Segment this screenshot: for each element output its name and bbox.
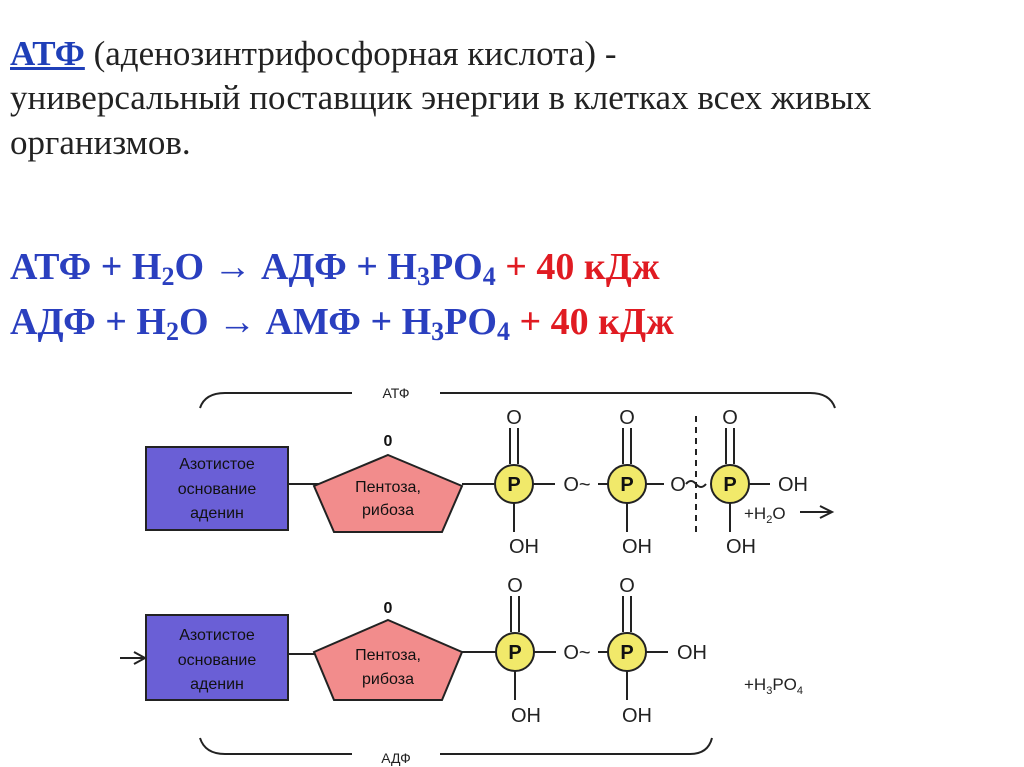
water-added: +H2O: [744, 504, 786, 526]
atp-description: универсальный поставщик энергии в клетка…: [10, 78, 872, 162]
atp-full-name: (аденозинтрифосфорная кислота) -: [84, 34, 617, 73]
svg-text:O: O: [619, 407, 635, 429]
svg-text:основание: основание: [178, 481, 257, 498]
svg-text:OH: OH: [622, 705, 652, 727]
atp-structure-diagram: АТФ Азотистое основание аденин 0 Пентоза…: [120, 385, 836, 766]
anhydride-bond-1: O~: [563, 474, 590, 496]
svg-text:OH: OH: [622, 536, 652, 558]
svg-text:основание: основание: [178, 652, 257, 669]
svg-text:аденин: аденин: [190, 676, 244, 693]
ring-oxygen: 0: [384, 433, 393, 450]
svg-text:P: P: [620, 474, 633, 496]
svg-text:O: O: [506, 407, 522, 429]
svg-text:Пентоза,: Пентоза,: [355, 479, 421, 496]
anhydride-bond: O~: [563, 642, 590, 664]
svg-text:OH: OH: [511, 705, 541, 727]
ribose-sugar: [312, 618, 464, 701]
adp-brace: [199, 737, 713, 755]
adenine-base: [145, 614, 289, 701]
equation-atp-hydrolysis: АТФ + H2O → АДФ + H3PO4 + 40 кДж: [10, 246, 660, 291]
svg-text:O: O: [722, 407, 738, 429]
energy-yield: + 40 кДж: [509, 301, 674, 343]
svg-text:OH: OH: [509, 536, 539, 558]
svg-text:P: P: [507, 474, 520, 496]
adp-molecule: Азотистое основание аденин 0 Пентоза, ри…: [120, 575, 803, 727]
phosphoric-acid-product: +H3PO4: [744, 675, 803, 697]
svg-text:OH: OH: [778, 474, 808, 496]
svg-text:рибоза: рибоза: [362, 671, 414, 688]
svg-text:Азотистое: Азотистое: [179, 456, 255, 473]
ribose-sugar: [312, 453, 464, 533]
atp-abbreviation: АТФ: [10, 34, 85, 73]
atp-molecule: Азотистое основание аденин 0 Пентоза, ри…: [145, 407, 835, 558]
adp-brace-label: АДФ: [381, 750, 411, 766]
svg-text:OH: OH: [677, 642, 707, 664]
svg-text:Пентоза,: Пентоза,: [355, 647, 421, 664]
bridging-oxygen: O: [670, 474, 686, 496]
svg-text:O: O: [619, 575, 635, 597]
svg-text:P: P: [723, 474, 736, 496]
atp-brace: [199, 392, 836, 409]
svg-text:OH: OH: [726, 536, 756, 558]
intro-paragraph: АТФ (аденозинтрифосфорная кислота) - унив…: [10, 32, 1014, 165]
svg-text:Азотистое: Азотистое: [179, 627, 255, 644]
svg-text:рибоза: рибоза: [362, 502, 414, 519]
energy-yield: + 40 кДж: [495, 246, 660, 288]
svg-text:P: P: [620, 642, 633, 664]
svg-text:аденин: аденин: [190, 505, 244, 522]
ring-oxygen: 0: [384, 600, 393, 617]
svg-text:O: O: [507, 575, 523, 597]
adenine-base: [145, 446, 289, 531]
atp-brace-label: АТФ: [383, 385, 410, 401]
svg-text:P: P: [508, 642, 521, 664]
equation-adp-hydrolysis: АДФ + H2O → АМФ + H3PO4 + 40 кДж: [10, 301, 674, 346]
